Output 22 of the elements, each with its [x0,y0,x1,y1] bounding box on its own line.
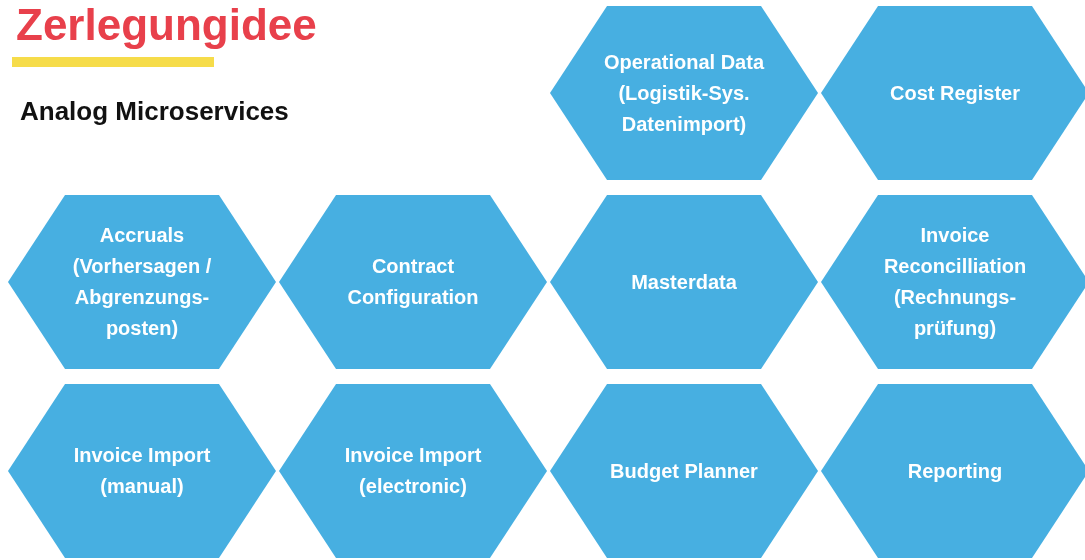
page-title: Zerlegungidee [16,0,317,50]
hexagon-label: Invoice Reconcilliation (Rechnungs-prüfung) [882,223,1028,341]
hexagon-label: Masterdata [630,269,738,295]
hexagon-label: Reporting [906,458,1004,484]
hexagon [821,6,1085,180]
hexagon-label: Cost Register [889,80,1021,106]
hexagon [821,195,1085,369]
hexagon-label: Operational Data (Logistik-Sys. Datenimport) [602,49,766,137]
hexagon [550,195,818,369]
hexagon [821,384,1085,558]
hexagon [279,384,547,558]
hexagon [8,384,276,558]
hexagon [550,384,818,558]
hexagon-label: Invoice Import (manual) [72,443,212,499]
hexagon [279,195,547,369]
hexagon [550,6,818,180]
hexagon-label: Budget Planner [609,458,759,484]
hexagon-label: Contract Configuration [346,254,480,310]
subtitle: Analog Microservices [20,96,289,127]
hexagon-label: Invoice Import (electronic) [343,443,483,499]
hexagon-label: Accruals (Vorhersagen / Abgrenzungs-posten) [71,223,213,341]
hexagon [8,195,276,369]
